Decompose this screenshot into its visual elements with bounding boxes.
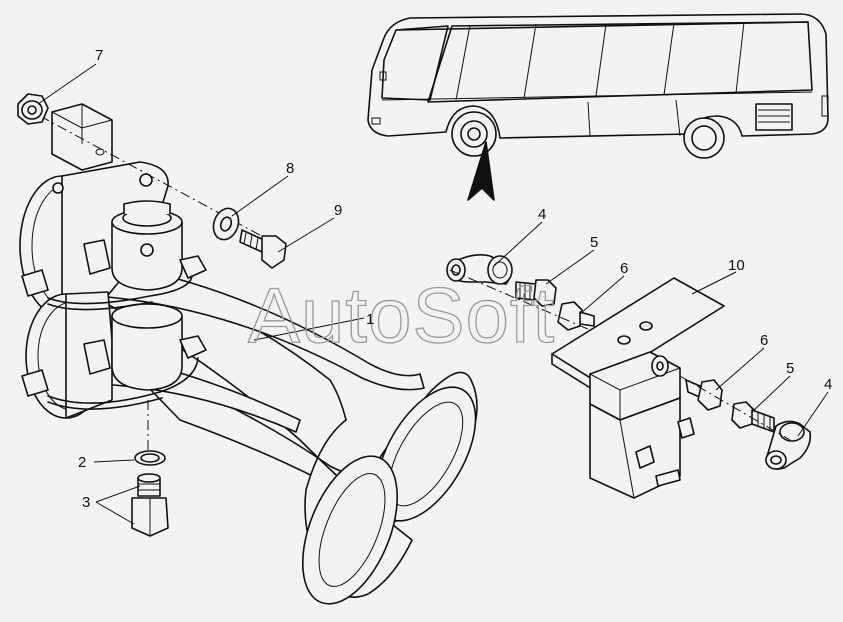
autosoft-watermark: AutoSoft: [248, 271, 555, 359]
callout-6-right: 6: [760, 332, 768, 349]
callout-4-right: 4: [824, 376, 832, 393]
part-7-flange-nut: [17, 93, 49, 125]
callout-1: 1: [366, 311, 374, 328]
callout-5-left: 5: [590, 234, 598, 251]
callout-3: 3: [82, 494, 90, 511]
callout-9: 9: [334, 202, 342, 219]
valve-axis-line: [449, 269, 661, 361]
air-horn: [19, 161, 478, 605]
callout-7: 7: [95, 47, 103, 64]
part-9-bolt: [239, 229, 287, 269]
callout-2: 2: [78, 454, 86, 471]
mounting-bracket: [51, 103, 113, 171]
part-6-adapter-right: [685, 379, 723, 411]
part-5-fitting-left: [515, 279, 557, 307]
bus-illustration: [367, 13, 829, 201]
part-4-elbow-left: [446, 254, 513, 285]
part-3-drain-fitting: [131, 473, 169, 537]
callout-8: 8: [286, 160, 294, 177]
callout-4-left: 4: [538, 206, 546, 223]
leader-lines: [37, 63, 829, 525]
part-8-washer: [212, 207, 240, 241]
callout-10: 10: [728, 257, 745, 274]
callout-6-left: 6: [620, 260, 628, 277]
part-10-solenoid-valve: [551, 277, 725, 499]
part-2-seal-ring: [134, 450, 166, 466]
mounting-axis-line: [39, 115, 281, 247]
callout-5-right: 5: [786, 360, 794, 377]
callout-labels: 1 2 3 4 4 5 5 6 6 7 8 9 10: [78, 47, 832, 511]
valve-outlet-axis-line: [679, 375, 791, 441]
